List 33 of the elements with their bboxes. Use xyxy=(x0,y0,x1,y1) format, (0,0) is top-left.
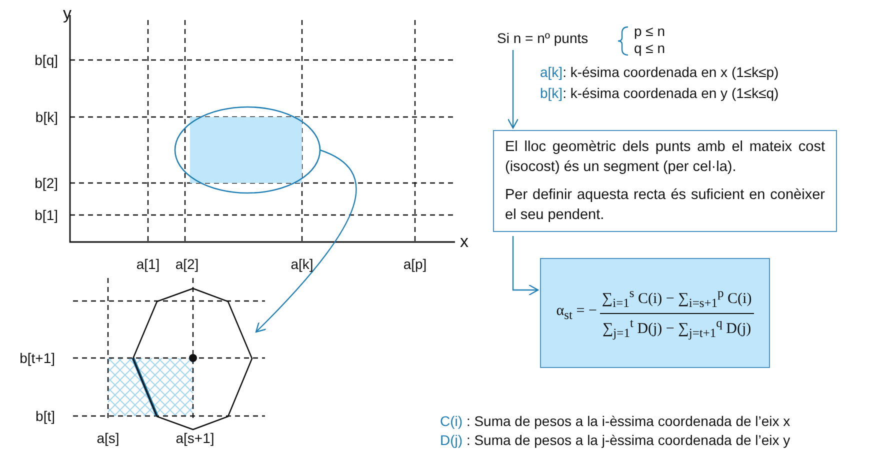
definition-text: a[k]: k-ésima coordenada en x (1≤k≤p) xyxy=(540,64,779,80)
axis-label: y xyxy=(63,6,72,22)
octagon-outline xyxy=(132,288,253,430)
tick-label: b[q] xyxy=(34,52,58,68)
tick-label: a[p] xyxy=(403,256,427,272)
formula-box xyxy=(540,258,770,368)
tick-label: b[2] xyxy=(34,175,58,191)
formula-text: ∑$_{j=1}$$^{t}$ D(j) − ∑$_{j=t+1}$$^{q}$ D(j) xyxy=(601,314,752,342)
tick-label: a[2] xyxy=(175,256,199,272)
condition-text: Si n = nº punts xyxy=(497,30,588,46)
arrow xyxy=(507,50,519,129)
tick-label: b[k] xyxy=(35,109,58,125)
definition-text: D(j) : Suma de pesos a la j-èssima coordenada de l’eix y xyxy=(440,432,790,448)
tick-label: a[1] xyxy=(136,256,160,272)
axis-label: x xyxy=(460,234,468,250)
tick-label: a[k] xyxy=(290,256,314,272)
definition-text: C(i) : Suma de pesos a la i-èssima coordenada de l’eix x xyxy=(440,413,790,429)
definition-text: b[k]: k-ésima coordenada en y (1≤k≤q) xyxy=(540,85,779,101)
cell-ellipse xyxy=(174,106,321,194)
paragraph: El lloc geomètric dels punts amb el mateix cost (isocost) és un segment (per cel·la). xyxy=(505,138,825,177)
formula-text: ∑$_{i=1}$$^{s}$ C(i) − ∑$_{i=s+1}$$^{p}$ C(i) xyxy=(600,284,754,314)
condition-text: q ≤ n xyxy=(634,40,666,56)
tick-label: a[s] xyxy=(96,430,120,446)
tick-label: b[1] xyxy=(34,207,58,223)
arrow xyxy=(512,236,539,296)
arrow xyxy=(255,149,357,333)
paragraph: Per definir aquesta recta és suficient en conèixer el seu pendent. xyxy=(505,186,825,225)
formula-text: α$_{st}$ = − xyxy=(556,303,597,323)
text-box xyxy=(493,130,837,232)
tick-label: a[s+1] xyxy=(176,430,214,446)
condition-text: p ≤ n xyxy=(634,23,666,39)
tick-label: b[t+1] xyxy=(20,350,55,366)
tick-label: b[t] xyxy=(36,408,55,424)
